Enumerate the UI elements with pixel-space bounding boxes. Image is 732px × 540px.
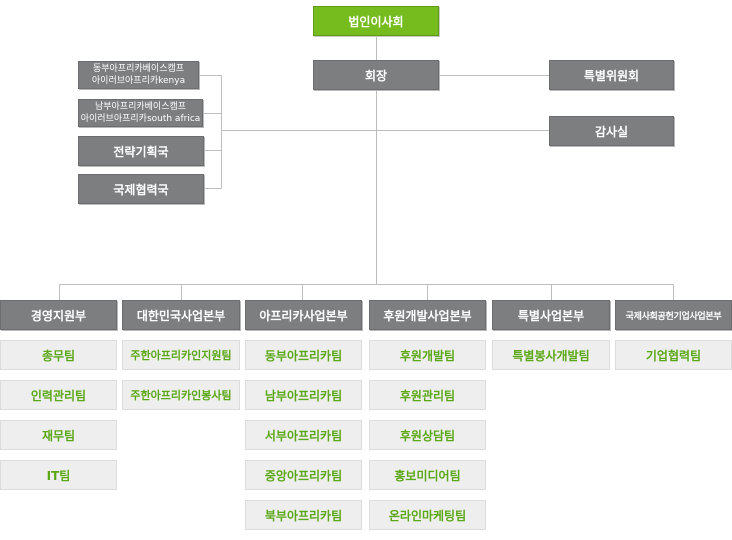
- team-item: 재무팀: [0, 420, 117, 450]
- team-item: 인력관리팀: [0, 380, 117, 410]
- special-committee: 특별위원회: [549, 60, 674, 90]
- team-item: 후원상담팀: [369, 420, 486, 450]
- division-csr-corporate-business: 국제사회공헌기업사업본부: [615, 300, 732, 330]
- division-special-business: 특별사업본부: [492, 300, 610, 330]
- team-item: 주한아프리카인봉사팀: [122, 380, 240, 410]
- office-line2: 아이러브아프리카kenya: [91, 76, 186, 86]
- team-item: 동부아프리카팀: [245, 340, 362, 370]
- team-item: 홍보미디어팀: [369, 460, 486, 490]
- team-item: 서부아프리카팀: [245, 420, 362, 450]
- east-africa-basecamp: 동부아프리카베이스캠프 아이러브아프리카kenya: [78, 61, 199, 89]
- office-line1: 동부아프리카베이스캠프: [92, 64, 185, 74]
- division-korea-business: 대한민국사업본부: [122, 300, 240, 330]
- south-africa-basecamp: 남부아프리카베이스캠프 아이러브아프리카south africa: [78, 99, 203, 127]
- division-sponsorship-development: 후원개발사업본부: [369, 300, 486, 330]
- team-item: 북부아프리카팀: [245, 500, 362, 530]
- team-item: 총무팀: [0, 340, 117, 370]
- office-line2: 아이러브아프리카south africa: [80, 114, 201, 124]
- team-item: 남부아프리카팀: [245, 380, 362, 410]
- team-item: 온라인마케팅팀: [369, 500, 486, 530]
- team-item: 주한아프리카인지원팀: [122, 340, 240, 370]
- division-management-support: 경영지원부: [0, 300, 117, 330]
- division-africa-business: 아프리카사업본부: [245, 300, 362, 330]
- team-item: IT팀: [0, 460, 117, 490]
- team-item: 중앙아프리카팀: [245, 460, 362, 490]
- office-line1: 남부아프리카베이스캠프: [94, 102, 187, 112]
- team-item: 후원관리팀: [369, 380, 486, 410]
- strategy-planning-dept: 전략기획국: [78, 136, 204, 166]
- chairman: 회장: [313, 60, 439, 90]
- team-item: 기업협력팀: [615, 340, 732, 370]
- board-of-directors: 법인이사회: [313, 6, 439, 36]
- international-cooperation-dept: 국제협력국: [78, 174, 204, 204]
- audit-office: 감사실: [549, 116, 674, 146]
- team-item: 후원개발팀: [369, 340, 486, 370]
- team-item: 특별봉사개발팀: [492, 340, 610, 370]
